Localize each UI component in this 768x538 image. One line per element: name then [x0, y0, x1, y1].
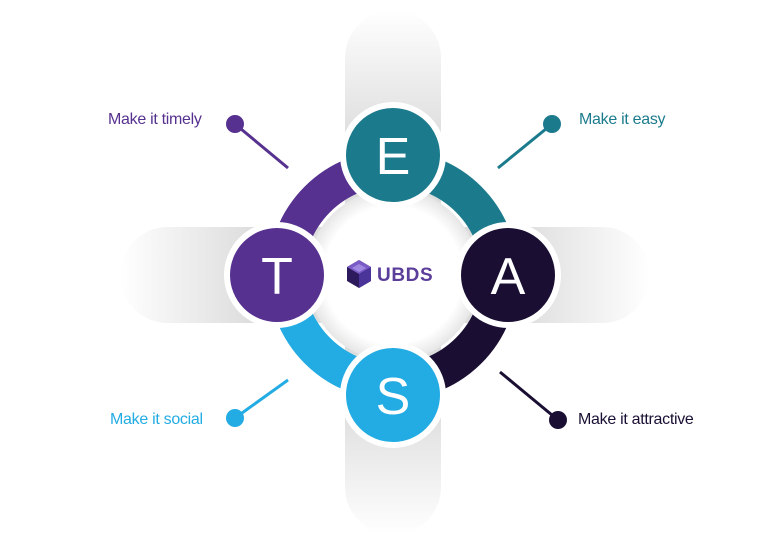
connector-dot-timely: [226, 115, 244, 133]
connector-line-attractive: [499, 370, 559, 422]
hexagon-logo-icon: [347, 260, 371, 288]
node-s-letter: S: [376, 368, 411, 426]
connector-dot-easy: [543, 115, 561, 133]
ubds-logo: UBDS: [347, 260, 433, 288]
node-a-letter: A: [491, 248, 526, 306]
connector-line-timely: [234, 122, 289, 170]
node-e: E: [340, 102, 446, 208]
connector-line-social: [234, 378, 289, 420]
label-make-it-social: Make it social: [110, 411, 203, 428]
node-e-letter: E: [376, 128, 411, 186]
connector-dot-social: [226, 409, 244, 427]
logo-text: UBDS: [377, 265, 433, 286]
label-make-it-timely: Make it timely: [108, 111, 202, 128]
node-a: A: [455, 222, 561, 328]
connector-line-easy: [497, 122, 553, 170]
label-make-it-easy: Make it easy: [579, 111, 666, 128]
center-disc: [307, 189, 479, 361]
label-make-it-attractive: Make it attractive: [578, 411, 694, 428]
connector-dot-attractive: [549, 411, 567, 429]
node-t-letter: T: [261, 248, 293, 306]
node-t: T: [224, 222, 330, 328]
node-s: S: [340, 342, 446, 448]
